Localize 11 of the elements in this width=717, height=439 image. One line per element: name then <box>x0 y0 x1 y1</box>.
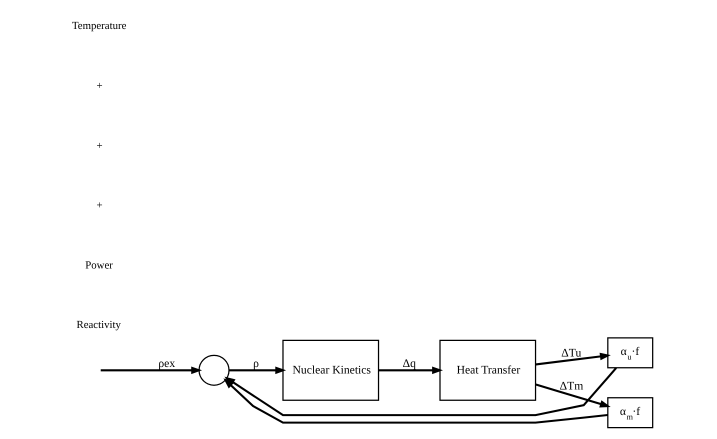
label: + <box>96 140 102 152</box>
edge-label: ΔTm <box>559 380 583 393</box>
edge-label: ρ <box>252 357 258 370</box>
label: Temperature <box>71 20 126 32</box>
label: Power <box>84 259 112 272</box>
label: + <box>96 80 102 92</box>
edge-label: Δq <box>402 357 416 370</box>
edge-label: ΔTu <box>560 346 581 360</box>
label: + <box>96 200 102 212</box>
edge-label: ρex <box>158 357 175 370</box>
label: Reactivity <box>76 319 120 332</box>
